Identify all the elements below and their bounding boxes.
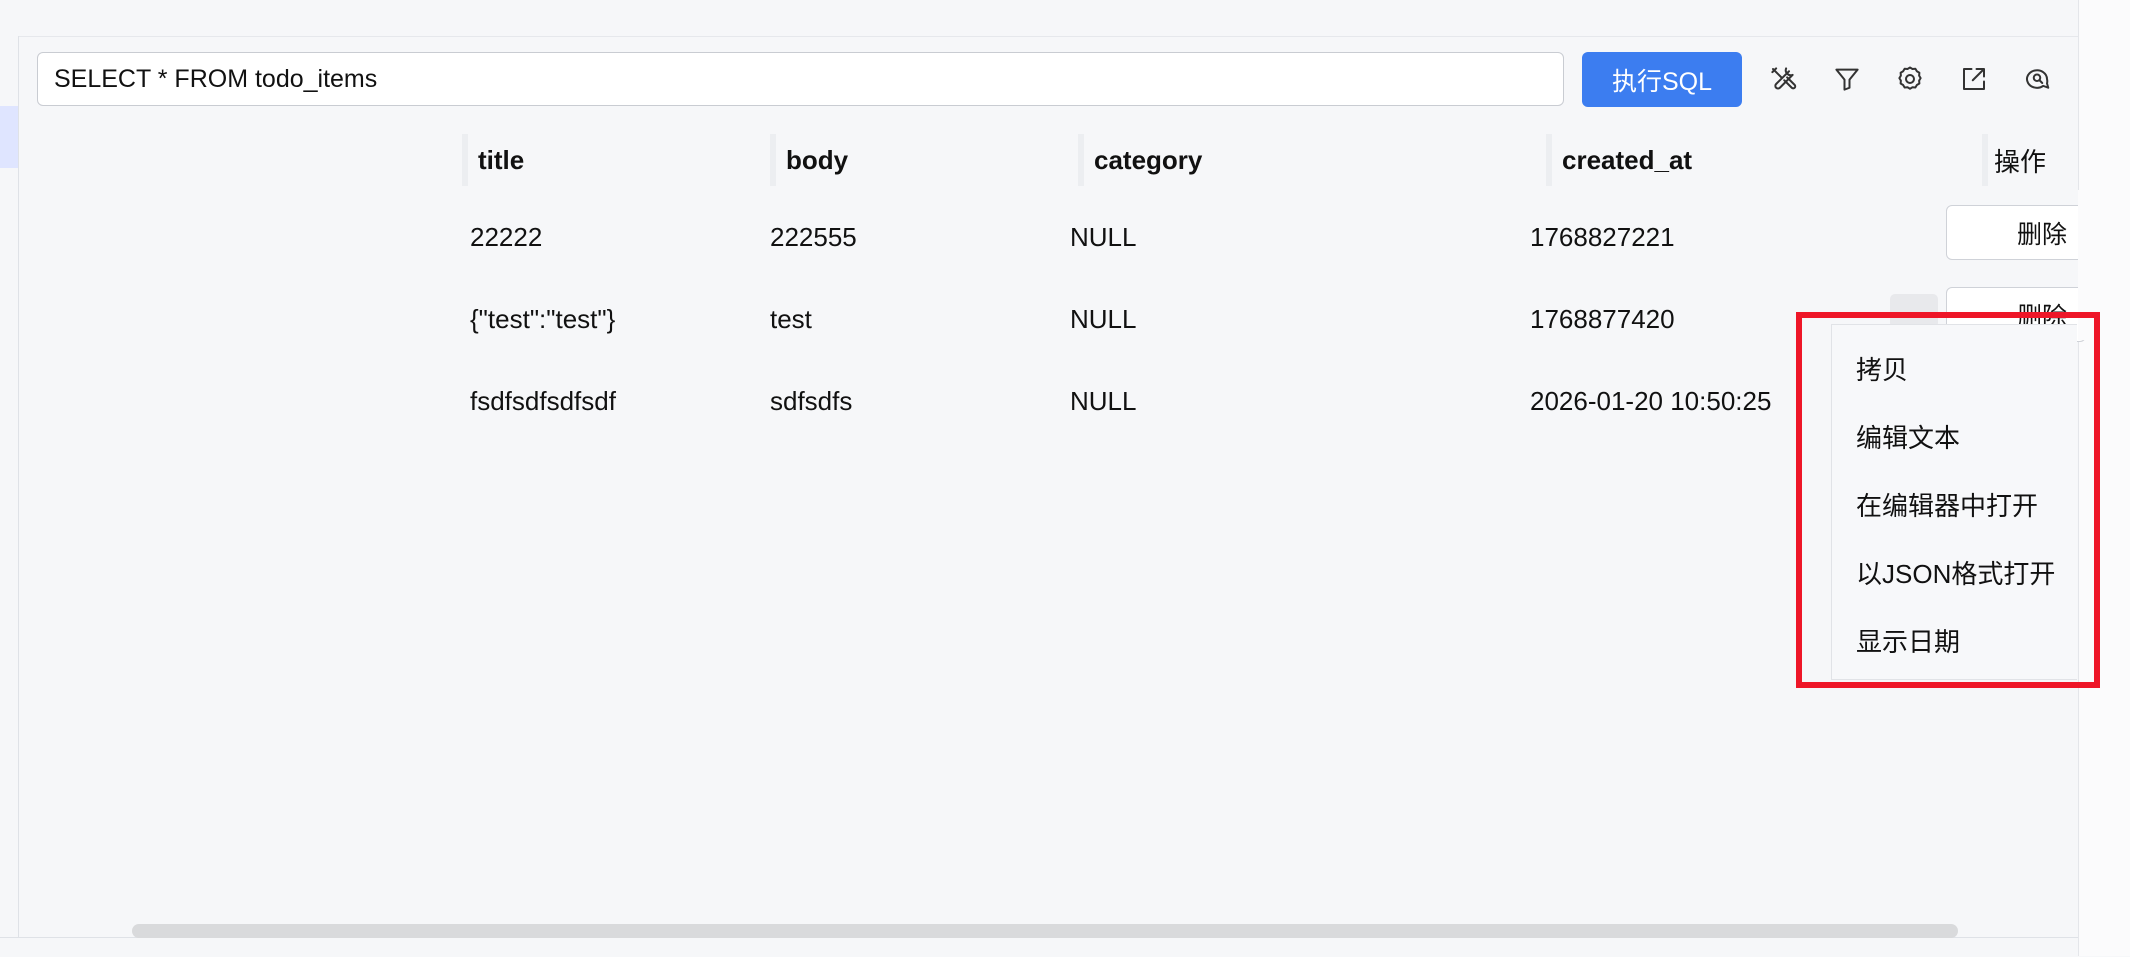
column-header-category[interactable]: category bbox=[1094, 144, 1203, 175]
cell-title[interactable]: 22222 bbox=[470, 221, 543, 252]
bottom-bar bbox=[0, 937, 2078, 957]
external-link-icon[interactable] bbox=[1957, 62, 1991, 96]
left-sidebar-rail bbox=[0, 36, 19, 937]
cell-category[interactable]: NULL bbox=[1070, 303, 1137, 334]
column-divider[interactable] bbox=[462, 134, 468, 186]
cell-body[interactable]: sdfsdfs bbox=[770, 385, 853, 416]
column-divider[interactable] bbox=[770, 134, 776, 186]
column-divider[interactable] bbox=[1546, 134, 1552, 186]
row-more-button[interactable] bbox=[1890, 294, 1938, 328]
cell-category[interactable]: NULL bbox=[1070, 385, 1137, 416]
column-divider[interactable] bbox=[1982, 134, 1988, 186]
filter-icon[interactable] bbox=[1830, 62, 1864, 96]
cell-title[interactable]: fsdfsdfsdfsdf bbox=[470, 385, 616, 416]
cell-created-at[interactable]: 1768877420 bbox=[1530, 303, 1675, 334]
cell-created-at[interactable]: 2026-01-20 10:50:25 bbox=[1530, 385, 1772, 416]
column-header-body[interactable]: body bbox=[786, 144, 849, 175]
sql-query-input[interactable] bbox=[37, 52, 1564, 106]
menu-item-open-as-json[interactable]: 以JSON格式打开 bbox=[1856, 558, 2056, 589]
sidebar-active-indicator[interactable] bbox=[0, 106, 18, 168]
column-header-actions: 操作 bbox=[1994, 146, 2047, 177]
right-edge-panel bbox=[2078, 0, 2130, 956]
delete-row-button[interactable]: 删除 bbox=[1946, 205, 2086, 260]
cell-created-at[interactable]: 1768827221 bbox=[1530, 221, 1675, 252]
horizontal-scrollbar[interactable] bbox=[132, 924, 1958, 938]
cell-category[interactable]: NULL bbox=[1070, 221, 1137, 252]
column-header-created-at[interactable]: created_at bbox=[1562, 144, 1693, 175]
cell-title[interactable]: {"test":"test"} bbox=[470, 303, 616, 334]
column-divider[interactable] bbox=[1078, 134, 1084, 186]
cell-context-menu: 拷贝 编辑文本 在编辑器中打开 以JSON格式打开 显示日期 bbox=[1831, 324, 2077, 680]
top-strip bbox=[0, 0, 2078, 37]
menu-item-edit-text[interactable]: 编辑文本 bbox=[1856, 422, 1961, 453]
menu-item-open-in-editor[interactable]: 在编辑器中打开 bbox=[1856, 490, 2039, 521]
menu-item-show-date[interactable]: 显示日期 bbox=[1856, 626, 1961, 657]
run-sql-button[interactable]: 执行SQL bbox=[1582, 52, 1742, 107]
cell-body[interactable]: 222555 bbox=[770, 221, 857, 252]
gear-icon[interactable] bbox=[1893, 62, 1927, 96]
cell-body[interactable]: test bbox=[770, 303, 812, 334]
column-header-title[interactable]: title bbox=[478, 144, 525, 175]
menu-item-copy[interactable]: 拷贝 bbox=[1856, 354, 1909, 385]
right-edge-panel-cover bbox=[2078, 190, 2130, 340]
tools-icon[interactable] bbox=[1766, 62, 1800, 96]
search-comment-icon[interactable] bbox=[2020, 62, 2054, 96]
